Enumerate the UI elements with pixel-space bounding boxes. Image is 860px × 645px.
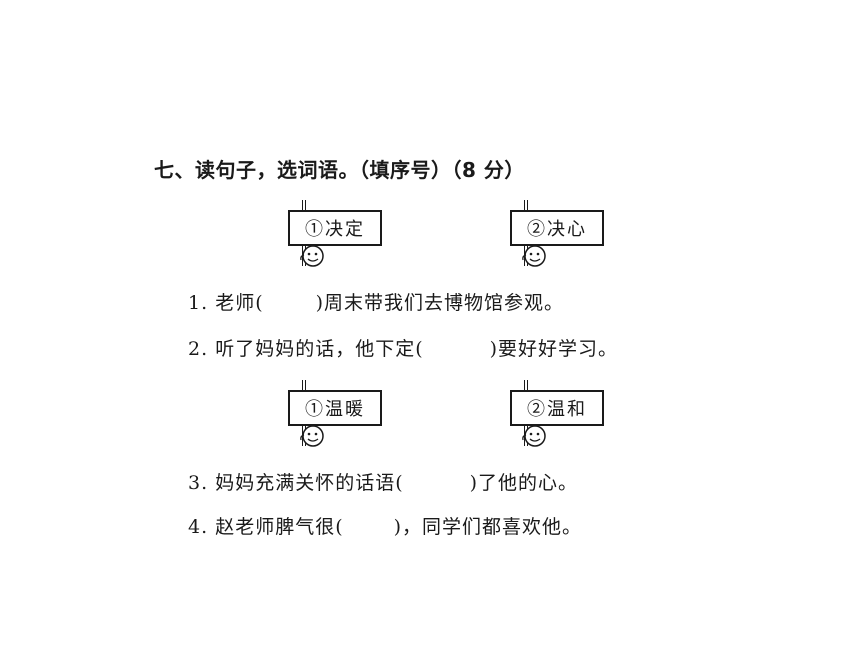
option-label: ①决定 (288, 210, 382, 246)
option-sign: ②决心 (510, 200, 610, 267)
question-heading: 七、读句子，选词语。（填序号）（8 分） (154, 158, 525, 182)
smiley-face-icon (522, 425, 546, 447)
option-sign: ①决定 (288, 200, 388, 267)
sentence-text-after: )要好好学习。 (489, 338, 619, 360)
sentence-number: 2. (188, 338, 209, 360)
sentence-number: 4. (188, 516, 209, 538)
option-label: ①温暖 (288, 390, 382, 426)
sentence-line: 4. 赵老师脾气很( )，同学们都喜欢他。 (188, 512, 582, 539)
sentence-number: 3. (188, 472, 209, 494)
smiley-face-icon (300, 245, 324, 267)
sentence-number: 1. (188, 292, 209, 314)
smiley-face-icon (522, 245, 546, 267)
sentence-text-before: 老师( (215, 292, 264, 314)
sentence-text-before: 赵老师脾气很( (215, 516, 344, 538)
sentence-text-before: 妈妈充满关怀的话语( (215, 472, 404, 494)
option-label: ②决心 (510, 210, 604, 246)
sentence-text-before: 听了妈妈的话，他下定( (215, 338, 424, 360)
option-sign: ②温和 (510, 380, 610, 447)
sentence-line: 2. 听了妈妈的话，他下定( )要好好学习。 (188, 334, 618, 361)
sentence-text-after: )周末带我们去博物馆参观。 (315, 292, 565, 314)
smiley-face-icon (300, 425, 324, 447)
sentence-line: 3. 妈妈充满关怀的话语( )了他的心。 (188, 468, 578, 495)
sentence-text-after: )，同学们都喜欢他。 (393, 516, 583, 538)
option-label: ②温和 (510, 390, 604, 426)
option-sign: ①温暖 (288, 380, 388, 447)
sentence-line: 1. 老师( )周末带我们去博物馆参观。 (188, 288, 564, 315)
sentence-text-after: )了他的心。 (469, 472, 579, 494)
